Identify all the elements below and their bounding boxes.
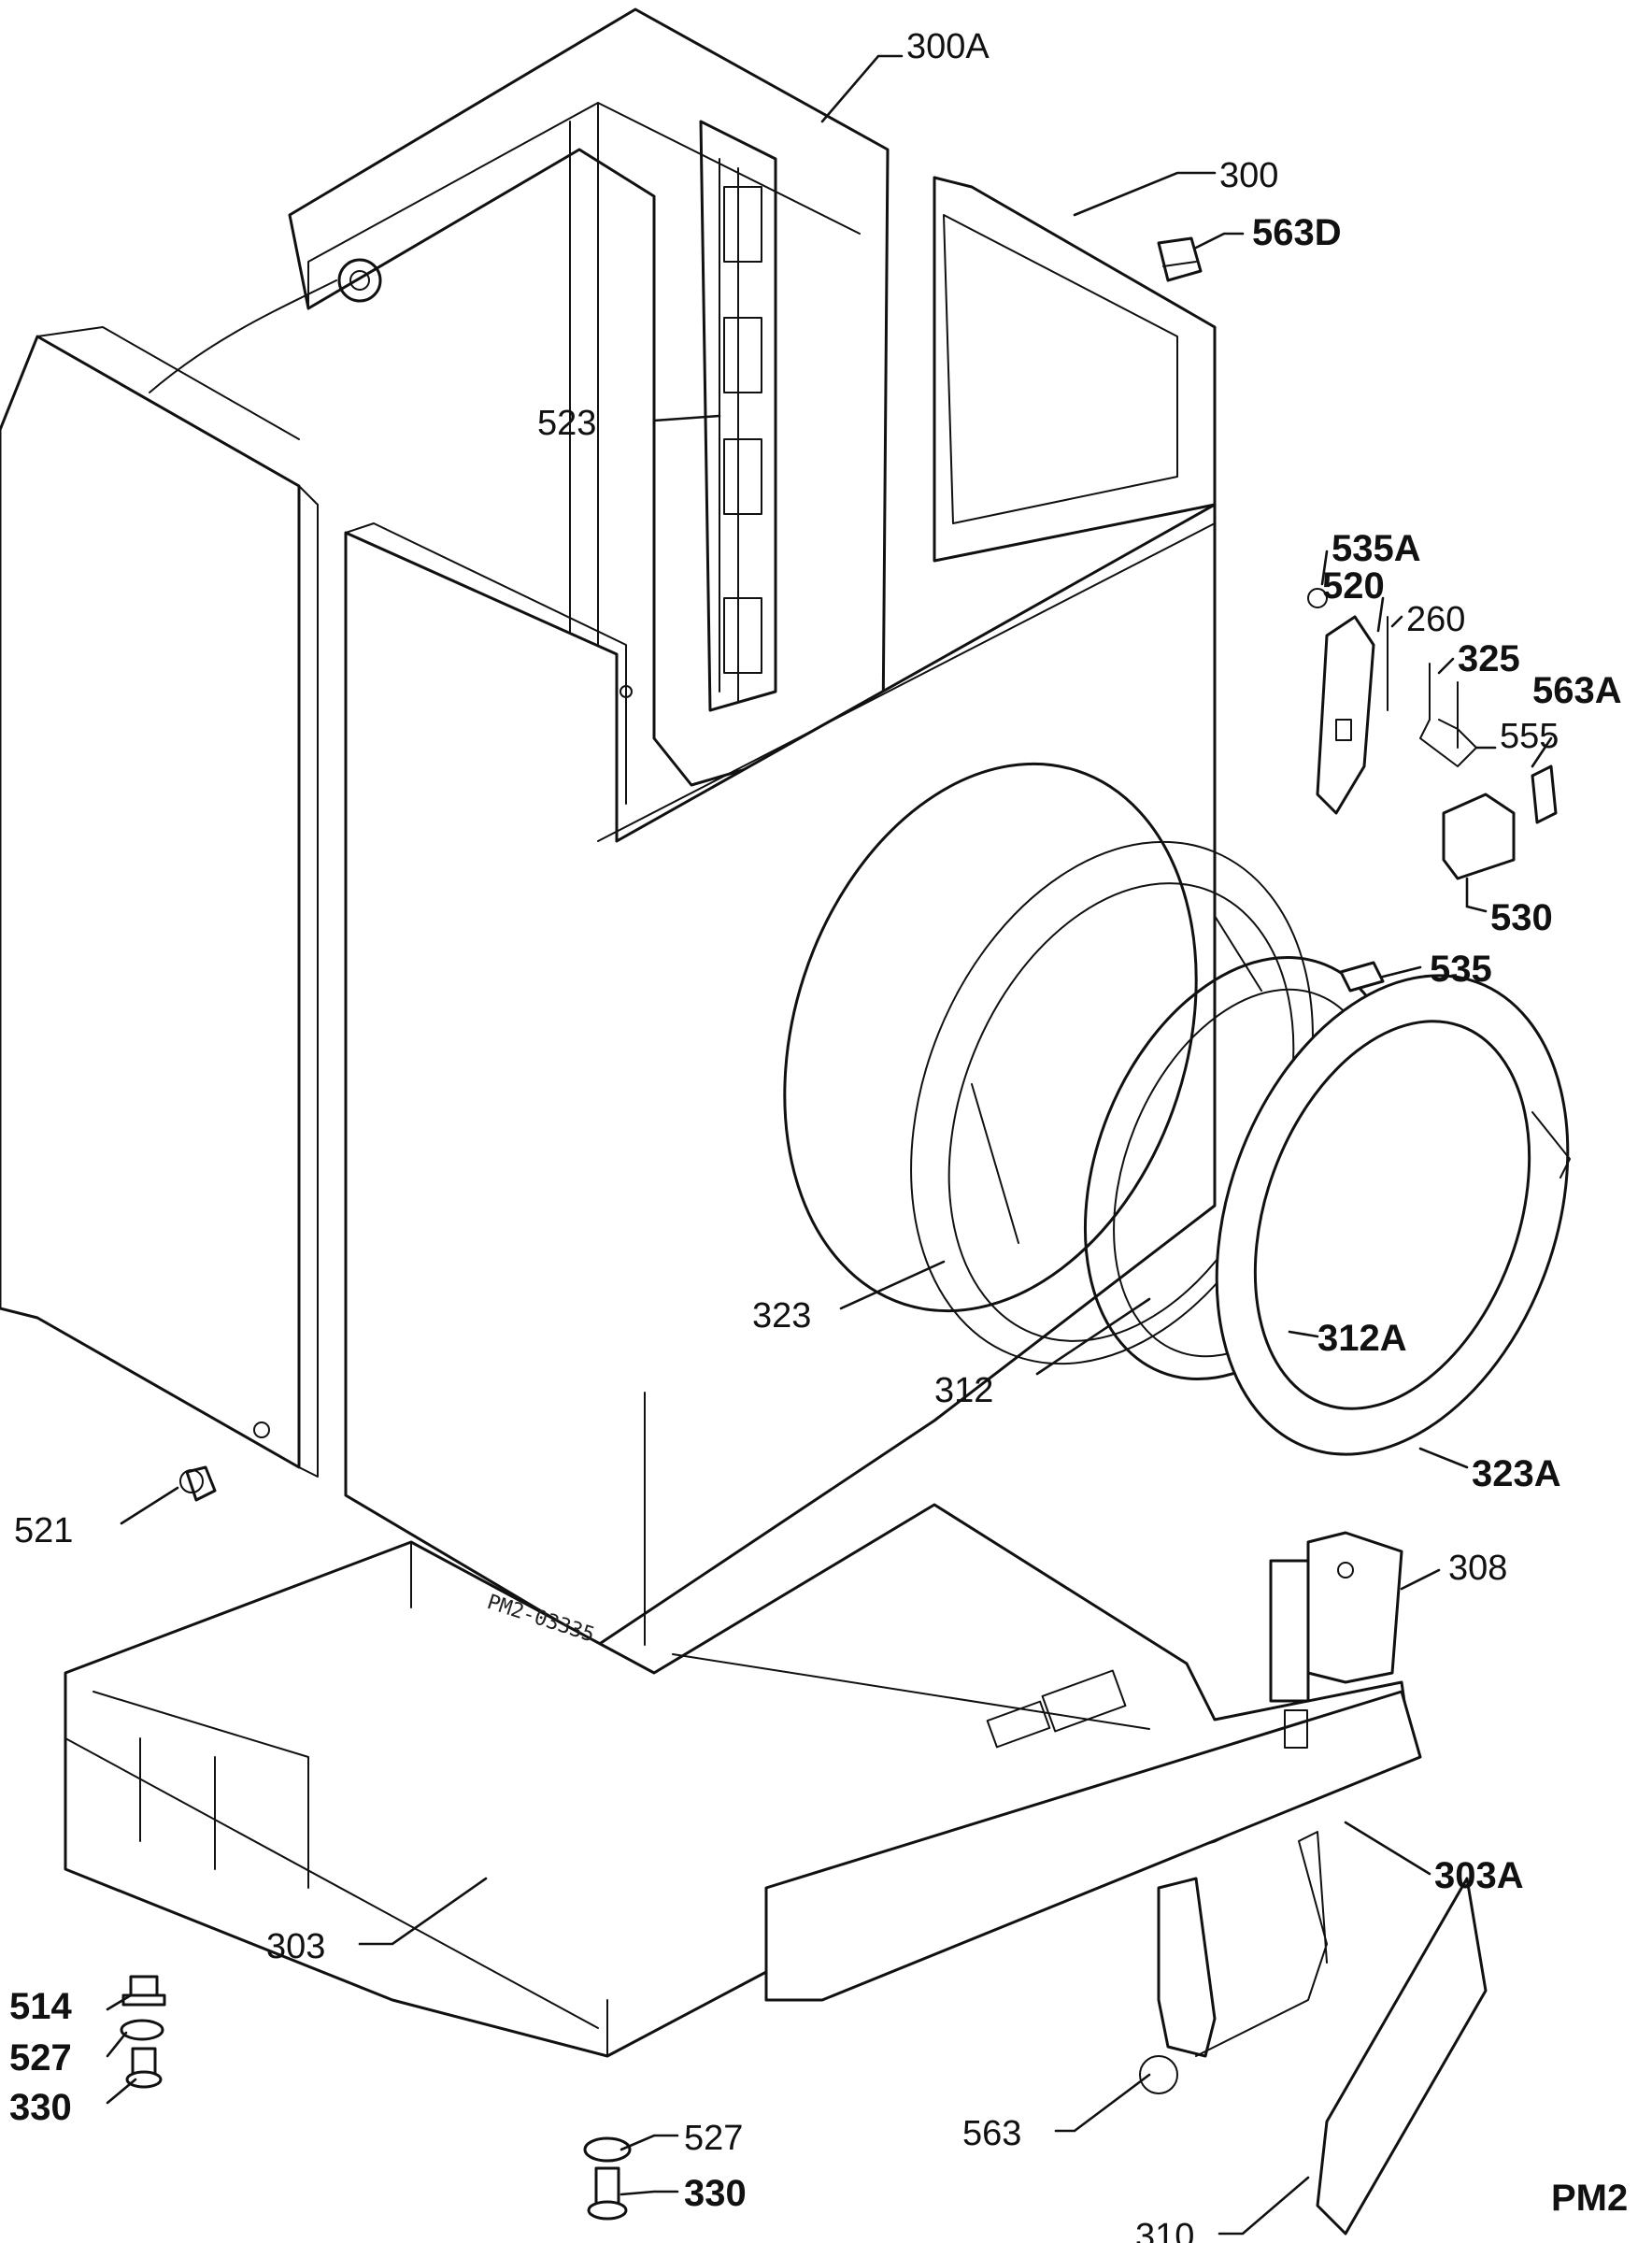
label-535a: 535A <box>1332 528 1421 569</box>
label-563d: 563D <box>1252 212 1342 253</box>
label-300a: 300A <box>906 27 990 66</box>
label-520: 520 <box>1322 565 1385 607</box>
label-523: 523 <box>537 404 596 443</box>
label-563: 563 <box>962 2114 1021 2153</box>
leader-lines <box>106 54 1553 2236</box>
foot-527-330-bottom <box>583 2136 632 2221</box>
left-side-panel <box>0 326 319 1478</box>
label-330-bottom: 330 <box>684 2173 747 2214</box>
label-521: 521 <box>14 1511 73 1550</box>
label-300: 300 <box>1219 156 1278 195</box>
label-330-left: 330 <box>9 2087 72 2128</box>
label-535: 535 <box>1430 949 1492 990</box>
door-seal-323 <box>783 762 1314 1365</box>
label-303: 303 <box>266 1927 325 1966</box>
kickplate-303a <box>764 1690 1422 2002</box>
label-323: 323 <box>752 1296 811 1336</box>
service-flap-310 <box>1139 1831 1488 2236</box>
screw-521 <box>179 1465 217 1502</box>
foot-514-527-330-left <box>120 1975 166 2089</box>
label-527-left: 527 <box>9 2037 72 2079</box>
label-303a: 303A <box>1434 1855 1524 1896</box>
figure-code: PM2 <box>1551 2178 1628 2219</box>
label-530: 530 <box>1490 897 1553 938</box>
door-frame-323a <box>1215 974 1571 1456</box>
label-260: 260 <box>1406 600 1465 639</box>
side-frame-300 <box>933 176 1217 563</box>
label-527-bottom: 527 <box>684 2119 743 2158</box>
label-325: 325 <box>1458 638 1520 679</box>
hinge-bracket-308 <box>1269 1531 1403 1749</box>
hinge-assembly-520 <box>1307 588 1558 993</box>
cap-563d <box>1157 236 1203 282</box>
top-frame-300a <box>149 7 890 787</box>
label-312a: 312A <box>1317 1318 1407 1359</box>
label-323a: 323A <box>1472 1453 1561 1494</box>
label-555: 555 <box>1500 717 1559 756</box>
label-308: 308 <box>1448 1549 1507 1588</box>
vertical-bracket-523 <box>699 120 777 712</box>
label-563a: 563A <box>1532 670 1622 711</box>
label-310: 310 <box>1135 2217 1194 2243</box>
label-312: 312 <box>934 1371 993 1410</box>
label-514: 514 <box>9 1986 72 2027</box>
